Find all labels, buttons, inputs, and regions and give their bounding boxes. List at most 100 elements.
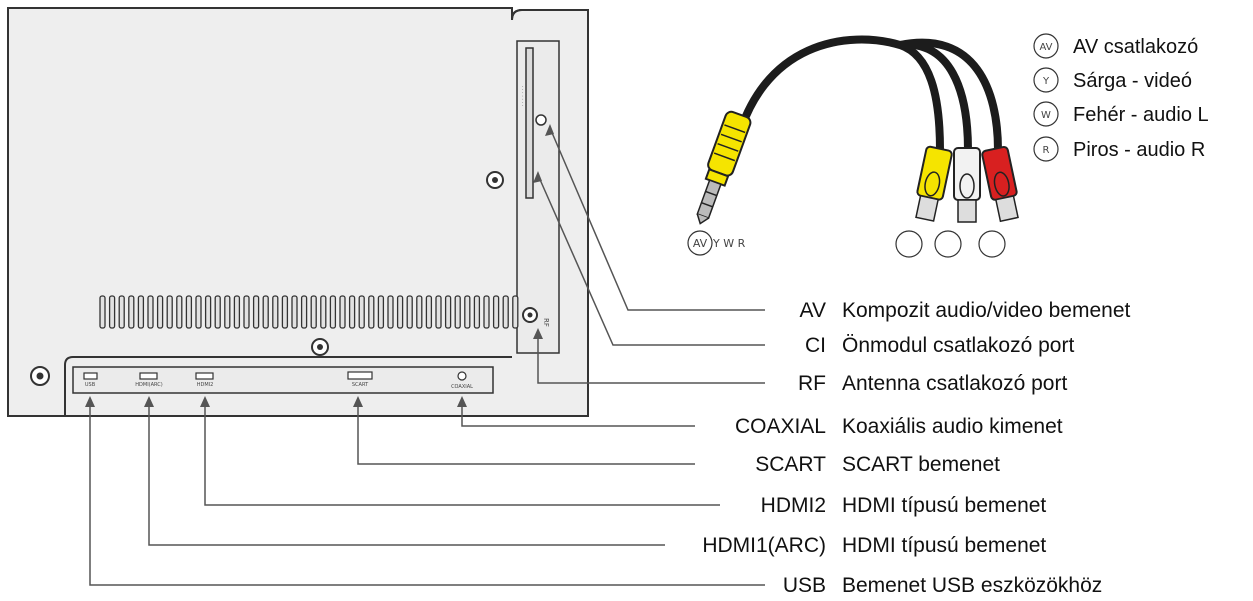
vent-slot [310, 295, 317, 329]
callout-scart: SCART SCART bemenet [755, 453, 1000, 476]
leader-hdmi1 [148, 400, 665, 546]
plug-mark-yellow [895, 230, 923, 258]
svg-text:HDMI(ARC): HDMI(ARC) [135, 382, 162, 388]
svg-text:· · · · · · ·: · · · · · · · [519, 86, 525, 107]
svg-text:Y: Y [1042, 76, 1050, 87]
vent-slot [185, 295, 193, 329]
plug-label-rest: Y W R [712, 237, 746, 250]
legend-item-r: R Piros - audio R [1033, 136, 1205, 162]
av-cable [731, 35, 1002, 151]
vent-slot [156, 295, 164, 329]
svg-text:AV csatlakozó: AV csatlakozó [1073, 36, 1198, 58]
vent-slot [291, 295, 298, 329]
svg-text:Piros - audio R: Piros - audio R [1073, 139, 1205, 161]
vent-slot [512, 295, 519, 329]
svg-text:Bemenet USB eszközökhöz: Bemenet USB eszközökhöz [842, 574, 1102, 597]
vent-grille [99, 295, 519, 329]
vent-slot [444, 295, 452, 329]
svg-text:Kompozit audio/video bemenet: Kompozit audio/video bemenet [842, 299, 1131, 322]
rca-plug-red [981, 145, 1019, 223]
leader-usb [89, 400, 765, 586]
vent-slot [416, 295, 423, 329]
svg-text:W: W [1041, 110, 1051, 121]
vent-slot [329, 295, 337, 329]
vent-slot [396, 295, 404, 329]
svg-text:AV: AV [1039, 42, 1052, 53]
svg-text:CI: CI [805, 334, 826, 357]
usb-port: USB [83, 372, 98, 388]
vent-slot [492, 295, 500, 329]
vent-slot [147, 295, 154, 329]
vent-slot [195, 295, 202, 329]
screw-right [486, 171, 504, 189]
svg-text:HDMI2: HDMI2 [197, 382, 214, 388]
vent-slot [473, 295, 481, 329]
vent-slot [502, 295, 509, 329]
plug-mark-white [934, 230, 962, 258]
plug-label-av-circle [687, 230, 713, 256]
svg-text:Sárga - videó: Sárga - videó [1073, 70, 1192, 92]
callout-rf: RF Antenna csatlakozó port [798, 372, 1067, 395]
leader-ci [537, 174, 765, 346]
leader-arrowheads [85, 124, 554, 407]
svg-text:SCART: SCART [352, 382, 369, 388]
vent-slot [204, 295, 212, 329]
vent-slot [243, 295, 250, 329]
side-panel-frame [511, 9, 523, 21]
svg-text:HDMI1(ARC): HDMI1(ARC) [702, 534, 826, 557]
plug-label-av: AV [693, 237, 708, 250]
plug-mark-red [978, 230, 1006, 258]
vent-slot [272, 295, 279, 329]
leader-hdmi2 [204, 400, 720, 506]
callout-av: AV Kompozit audio/video bemenet [800, 299, 1131, 322]
svg-text:Antenna csatlakozó port: Antenna csatlakozó port [842, 372, 1067, 395]
svg-text:SCART: SCART [755, 453, 826, 476]
svg-text:Fehér - audio L: Fehér - audio L [1073, 104, 1209, 126]
callout-ci: CI Önmodul csatlakozó port [805, 334, 1074, 357]
legend-item-w: W Fehér - audio L [1033, 101, 1209, 127]
vent-slot [406, 295, 413, 329]
leader-scart [357, 400, 695, 465]
hdmi2-port: HDMI2 [195, 372, 214, 388]
callouts: AV Kompozit audio/video bemenet CI Önmod… [702, 299, 1130, 597]
vent-slot [166, 295, 173, 329]
vent-slot [108, 295, 116, 329]
vent-slot [358, 295, 365, 329]
legend-item-y: Y Sárga - videó [1033, 67, 1192, 93]
vent-slot [320, 295, 327, 329]
vent-slot [262, 295, 269, 329]
bottom-panel-frame [64, 356, 512, 416]
vent-slot [425, 295, 433, 329]
callout-hdmi1-arc: HDMI1(ARC) HDMI típusú bemenet [702, 534, 1046, 557]
vent-slot [224, 295, 231, 329]
vent-slot [377, 295, 385, 329]
vent-slot [464, 295, 471, 329]
svg-text:RF: RF [798, 372, 826, 395]
svg-text:Önmodul csatlakozó port: Önmodul csatlakozó port [842, 334, 1074, 357]
leader-coaxial [461, 400, 695, 427]
vent-slot [233, 295, 241, 329]
svg-text:R: R [1043, 145, 1050, 156]
scart-port: SCART [347, 371, 373, 388]
svg-text:COAXIAL: COAXIAL [735, 415, 826, 438]
vent-slot [137, 295, 145, 329]
vent-slot [176, 295, 183, 329]
svg-text:USB: USB [783, 574, 826, 597]
vent-slot [118, 295, 125, 329]
svg-text:HDMI2: HDMI2 [761, 494, 826, 517]
vent-slot [483, 295, 490, 329]
vent-slot [454, 295, 461, 329]
vent-slot [128, 295, 135, 329]
vent-slot [214, 295, 221, 329]
svg-text:SCART bemenet: SCART bemenet [842, 453, 1000, 476]
vent-slot [281, 295, 289, 329]
av-jack-plug [696, 110, 752, 225]
svg-text:Koaxiális audio kimenet: Koaxiális audio kimenet [842, 415, 1063, 438]
bottom-port-strip [72, 366, 494, 394]
rca-plug-yellow [915, 145, 953, 222]
svg-text:AV: AV [800, 299, 826, 322]
rca-plug-white [953, 147, 981, 223]
vent-slot [368, 295, 375, 329]
svg-text:HDMI típusú bemenet: HDMI típusú bemenet [842, 494, 1046, 517]
